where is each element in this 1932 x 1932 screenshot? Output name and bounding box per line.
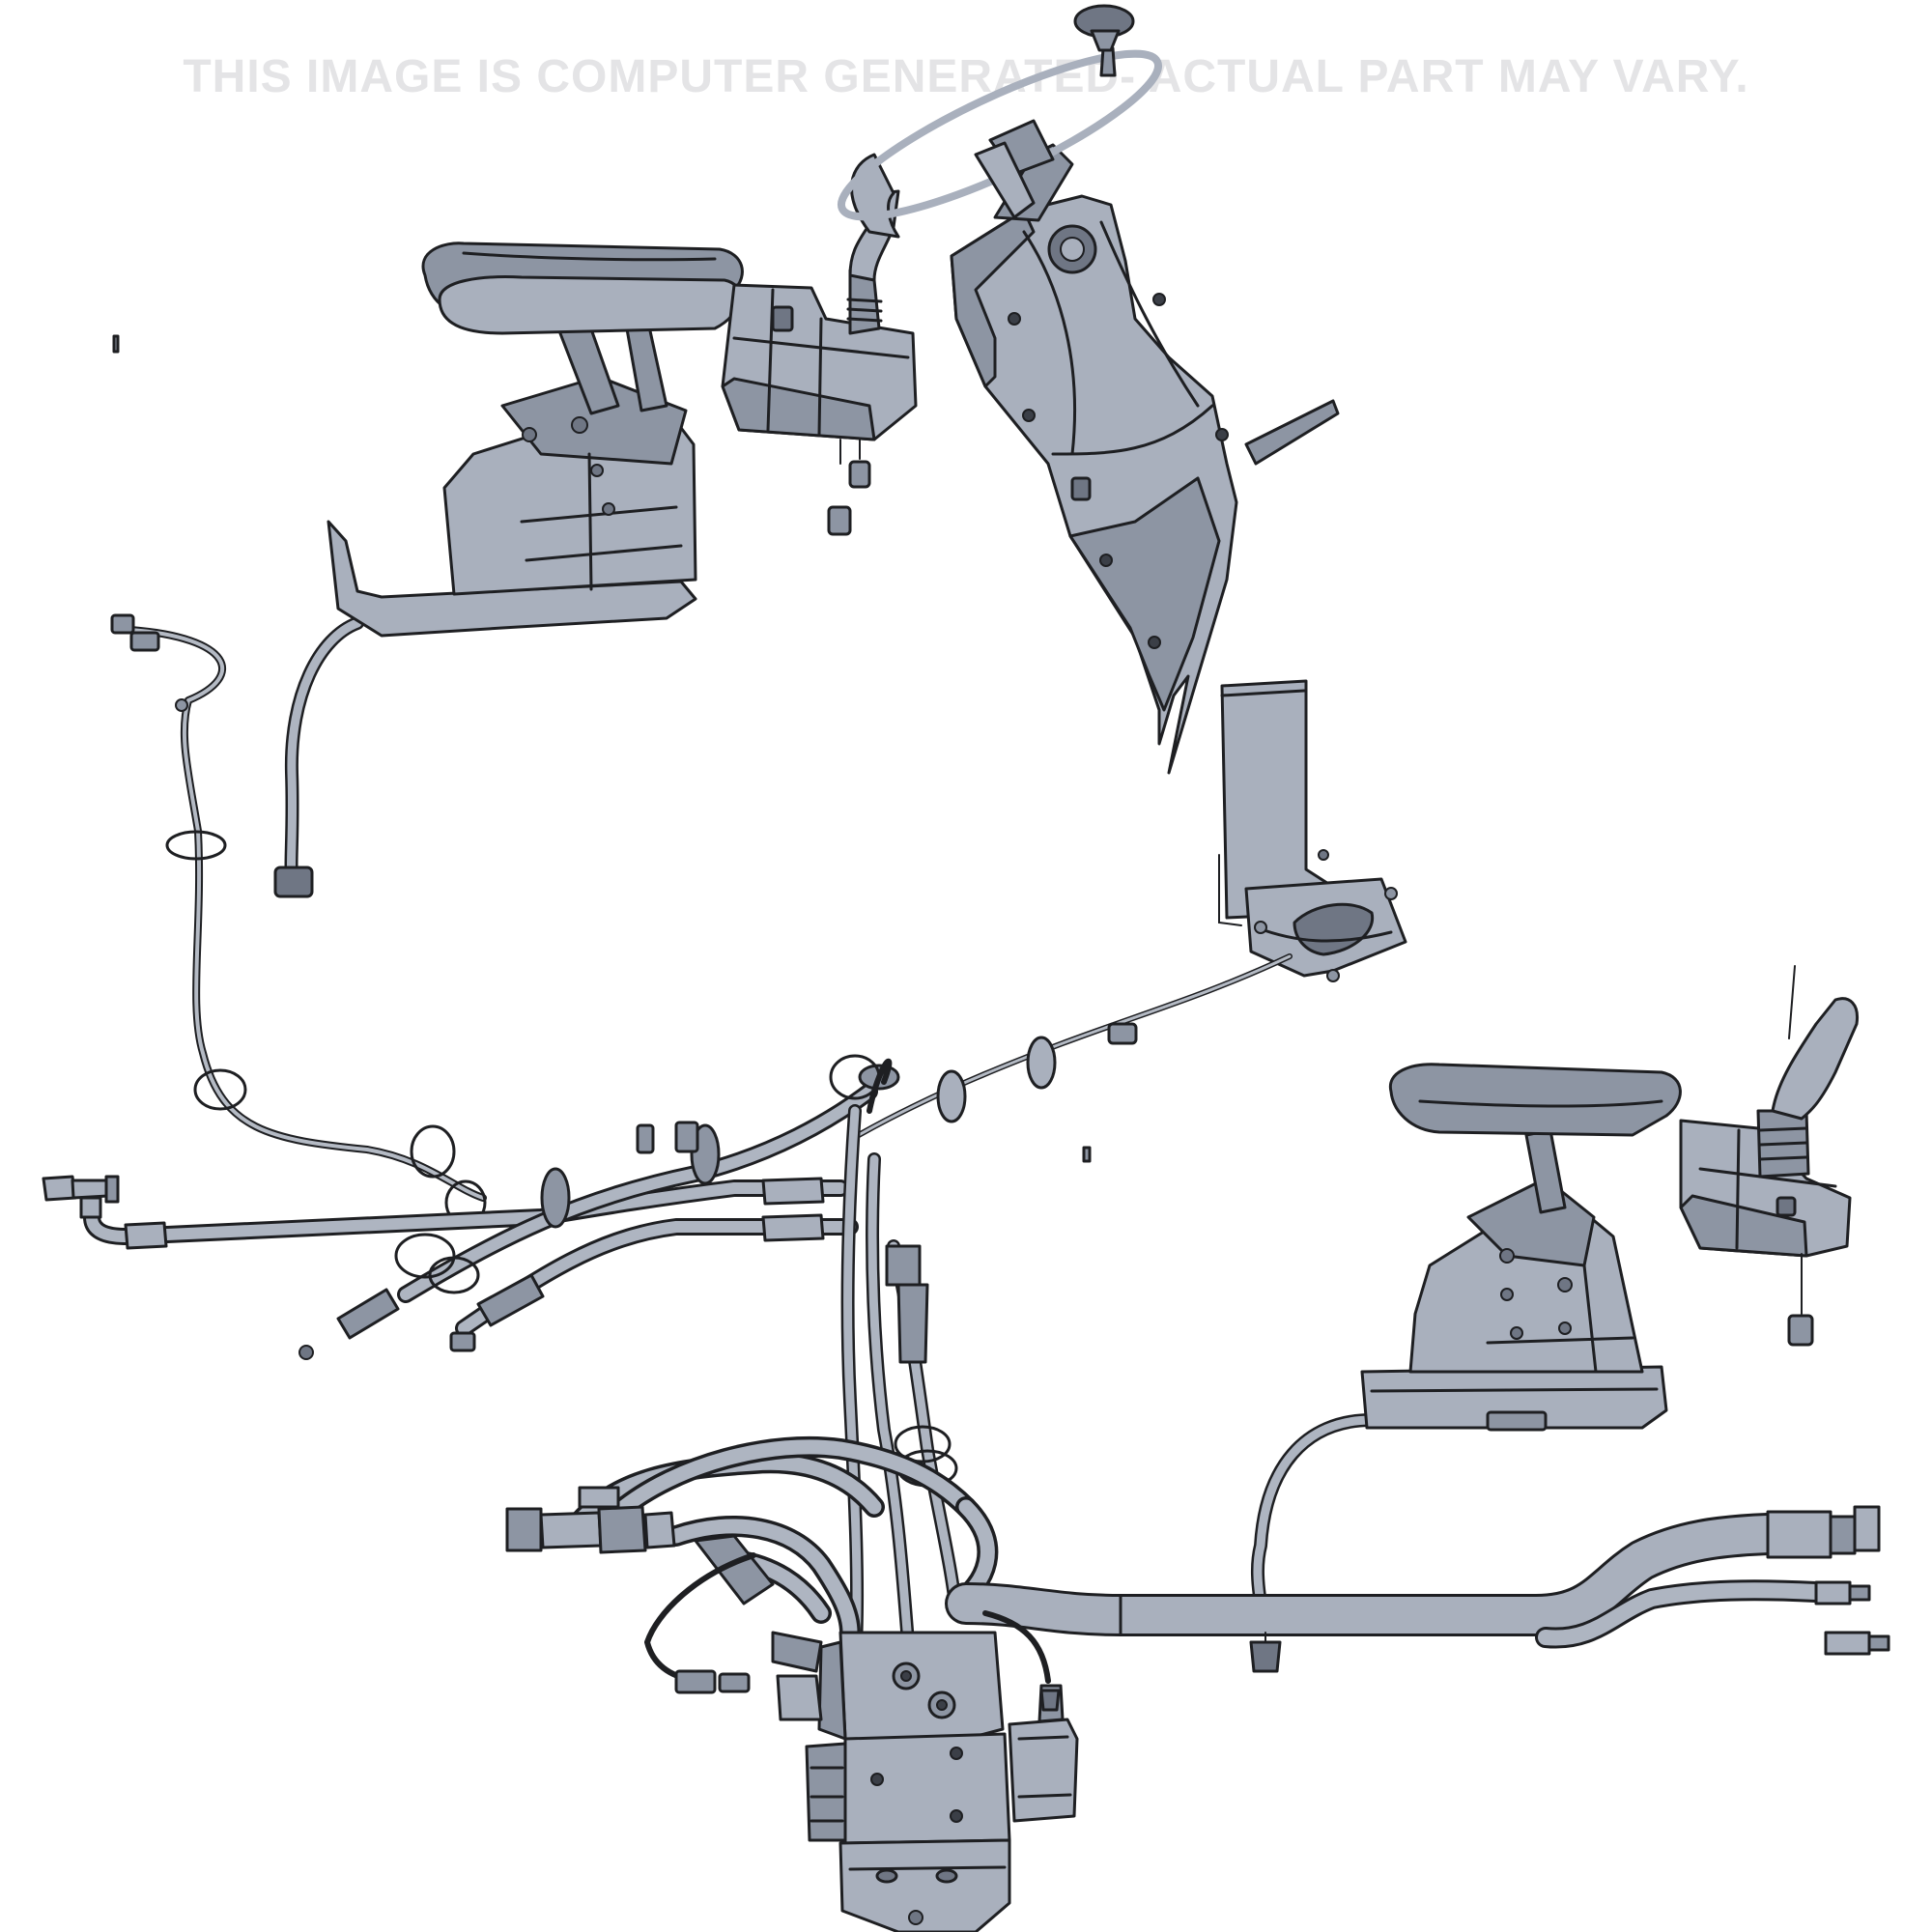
- vertical-hose-bundle: [829, 1054, 963, 1668]
- electrical-harness: [110, 334, 487, 1226]
- upper-hoses: [83, 1064, 900, 1360]
- right-armrest-console: [1251, 965, 1860, 1610]
- steering-column: [850, 143, 1407, 982]
- steering-wheel: [837, 4, 1163, 221]
- column-cable: [847, 953, 1293, 1143]
- hydraulic-control-valve: [644, 1552, 1079, 1932]
- left-armrest-console: [273, 189, 918, 898]
- watermark-text: THIS IMAGE IS COMPUTER GENERATED- ACTUAL…: [183, 51, 1749, 102]
- fastener: [1082, 1146, 1092, 1163]
- lower-hose-bundle: [505, 1435, 999, 1643]
- tee-fitting: [42, 1175, 120, 1219]
- main-hose-bundle: [945, 1505, 1890, 1673]
